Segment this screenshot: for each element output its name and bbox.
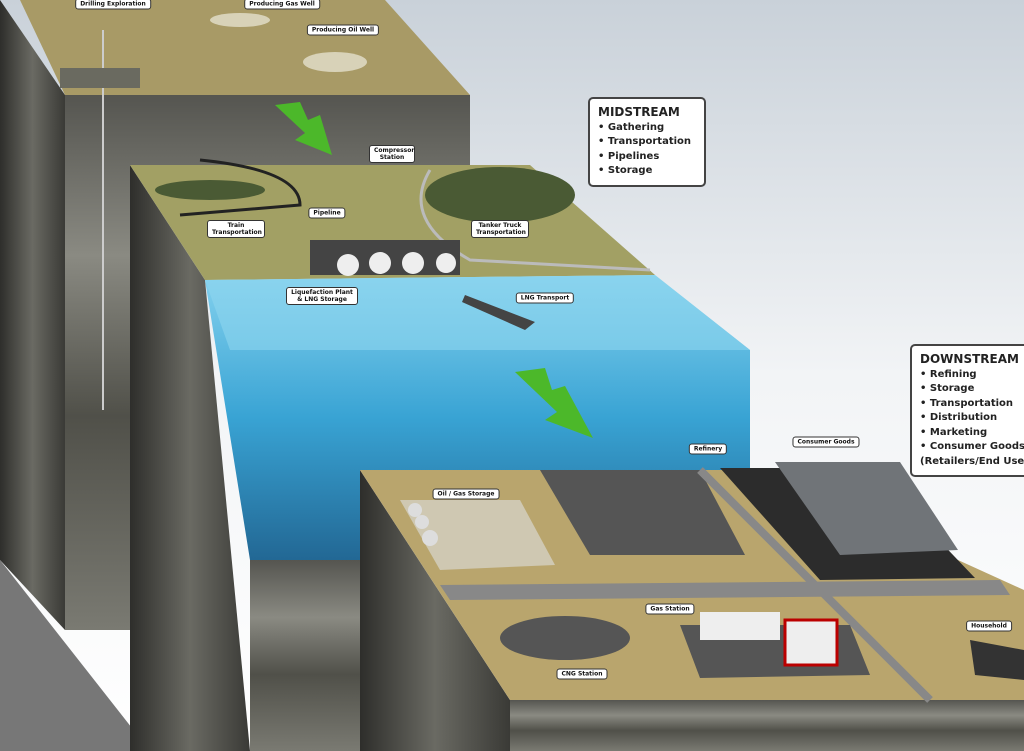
- lng-tanker-ship: [462, 295, 535, 330]
- label-train-transportation: Train Transportation: [207, 220, 265, 238]
- label-household: Household: [966, 620, 1012, 632]
- green-arrow-icon: [275, 102, 332, 155]
- midstream-item: • Pipelines: [598, 150, 660, 162]
- midstream-info-box: MIDSTREAM • Gathering • Transportation •…: [588, 97, 706, 187]
- refinery-plant: [540, 470, 745, 555]
- midstream-item: • Gathering: [598, 121, 665, 133]
- downstream-info-box: DOWNSTREAM • Refining • Storage • Transp…: [910, 344, 1024, 477]
- upstream-block-side: [0, 0, 65, 630]
- ground-shadow: [0, 560, 150, 751]
- label-compressor-station: Compressor Station: [369, 145, 415, 163]
- downstream-item: • Transportation: [920, 397, 1014, 409]
- label-consumer-goods: Consumer Goods: [792, 436, 860, 448]
- label-oil-gas-storage: Oil / Gas Storage: [432, 488, 500, 500]
- label-producing-gas-well: Producing Gas Well: [244, 0, 320, 10]
- ocean-water-surface: [205, 275, 750, 350]
- label-drilling-exploration: Drilling Exploration: [75, 0, 151, 10]
- midstream-block-side: [130, 165, 250, 751]
- label-refinery: Refinery: [688, 443, 728, 455]
- midstream-block-front: [250, 560, 360, 751]
- downstream-block-front: [510, 700, 1024, 751]
- label-gas-station: Gas Station: [645, 603, 695, 615]
- label-liquefaction-plant: Liquefaction Plant & LNG Storage: [286, 287, 358, 305]
- label-pipeline: Pipeline: [308, 207, 346, 219]
- upstream-block-front: [65, 95, 470, 630]
- midstream-title: MIDSTREAM: [598, 105, 680, 119]
- household-house: [970, 640, 1024, 680]
- downstream-item: • Distribution: [920, 412, 998, 423]
- label-producing-oil-well: Producing Oil Well: [306, 24, 380, 36]
- downstream-block-side: [360, 470, 510, 751]
- label-tanker-truck-transportation: Tanker Truck Transportation: [471, 220, 529, 238]
- consumer-goods-warehouse: [775, 462, 958, 555]
- downstream-item: • Storage: [920, 383, 975, 394]
- downstream-item: • Refining: [920, 368, 977, 380]
- downstream-item: • Consumer Goods: [920, 441, 1024, 452]
- road: [440, 580, 1010, 600]
- downstream-title: DOWNSTREAM: [920, 352, 1019, 366]
- green-arrow-icon: [515, 368, 593, 438]
- midstream-item: • Transportation: [598, 136, 692, 147]
- downstream-item: (Retailers/End Users): [920, 455, 1024, 467]
- midstream-item: • Storage: [598, 165, 653, 176]
- label-lng-transport: LNG Transport: [515, 292, 575, 304]
- downstream-item: • Marketing: [920, 426, 988, 438]
- label-cng-station: CNG Station: [556, 668, 608, 680]
